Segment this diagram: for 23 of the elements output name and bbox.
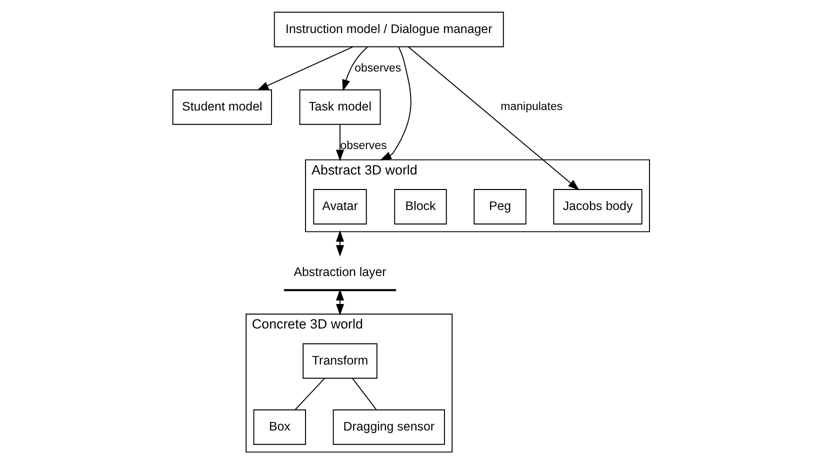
node-text: Abstraction layer [294,265,386,280]
arrow [256,46,354,90]
arrow [380,46,412,160]
node-box: Block [394,189,447,224]
arrow [336,124,344,162]
node-box: Avatar [313,189,367,224]
arrow [342,46,368,92]
node-box: Student model [172,89,272,125]
connector [352,378,377,410]
node-box: Jacobs body [553,189,642,224]
edge-label: observes [340,140,387,152]
node-box: Box [253,409,306,445]
connector [294,378,325,410]
edge-label: observes [354,62,402,74]
node-box: Task model [299,89,381,125]
edge-label: manipulates [500,101,563,114]
node-box: Dragging sensor [332,409,445,445]
node-box: Peg [474,189,526,224]
arrow [408,46,580,190]
arrow [336,230,344,257]
node-box: Transform [302,343,378,379]
node-box: Instruction model / Dialogue manager [274,12,504,48]
arrow [336,289,344,316]
